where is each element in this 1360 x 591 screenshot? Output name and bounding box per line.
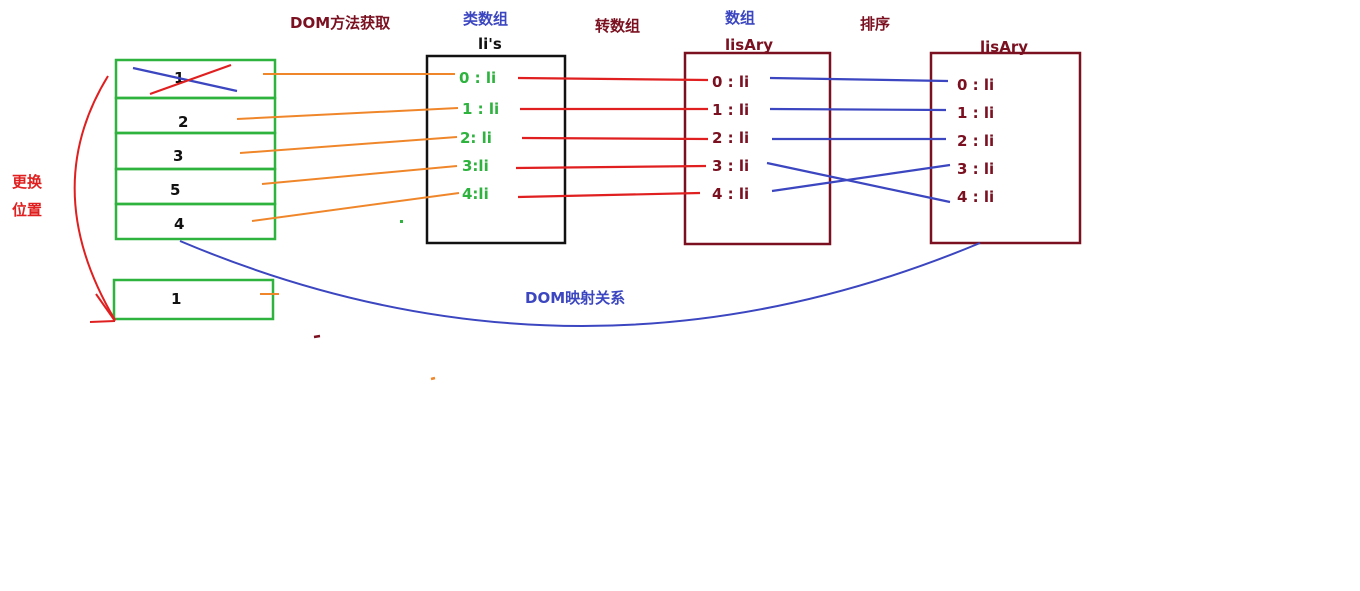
lis-item-0: 0 : li bbox=[459, 69, 496, 87]
dom-item-3: 5 bbox=[170, 181, 180, 199]
dom-item-1: 2 bbox=[178, 113, 188, 131]
title-sort: 排序 bbox=[860, 15, 890, 33]
array-item-3: 3 : li bbox=[712, 157, 749, 175]
array-item-1: 1 : li bbox=[712, 101, 749, 119]
stray-dot-green bbox=[400, 220, 403, 223]
blue-link-0 bbox=[769, 76, 949, 83]
sorted-item-0: 0 : li bbox=[957, 76, 994, 94]
lis-item-1: 1 : li bbox=[462, 100, 499, 118]
blue-connectors bbox=[766, 76, 951, 204]
title-lisary-1: lisAry bbox=[725, 36, 773, 54]
red-connectors bbox=[515, 76, 709, 199]
array-box bbox=[683, 51, 832, 246]
title-dom-method: DOM方法获取 bbox=[290, 14, 391, 32]
moved-item: 1 bbox=[171, 290, 181, 308]
blue-link-1 bbox=[769, 107, 947, 112]
array-item-2: 2 : li bbox=[712, 129, 749, 147]
sorted-item-2: 2 : li bbox=[957, 132, 994, 150]
orange-link-2 bbox=[239, 136, 458, 154]
swap-arrow-curve bbox=[73, 75, 116, 321]
red-link-4 bbox=[517, 191, 701, 199]
orange-link-4 bbox=[251, 192, 460, 222]
sorted-box bbox=[929, 51, 1082, 245]
stray-mark-orange bbox=[430, 376, 436, 381]
lis-box bbox=[425, 54, 567, 245]
sorted-item-1: 1 : li bbox=[957, 104, 994, 122]
moved-cell bbox=[112, 278, 275, 321]
title-array: 数组 bbox=[725, 9, 755, 27]
dom-list: 1 2 3 5 4 bbox=[114, 58, 277, 241]
orange-link-3 bbox=[261, 165, 458, 185]
array-item-0: 0 : li bbox=[712, 73, 749, 91]
dom-cell-1 bbox=[114, 96, 277, 135]
lis-item-3: 3:li bbox=[462, 157, 489, 175]
swap-label-line1: 更换 bbox=[12, 173, 43, 191]
swap-label-line2: 位置 bbox=[12, 201, 42, 219]
blue-link-3-cross bbox=[766, 161, 951, 204]
swap-arrow-head bbox=[89, 293, 116, 323]
sorted-item-3: 3 : li bbox=[957, 160, 994, 178]
dom-cell-2 bbox=[114, 131, 277, 171]
red-link-3 bbox=[515, 164, 707, 170]
blue-link-4-cross bbox=[771, 163, 951, 193]
red-link-0 bbox=[517, 76, 709, 82]
stray-mark-red bbox=[313, 334, 321, 339]
title-to-array: 转数组 bbox=[595, 17, 640, 35]
dom-cell-3 bbox=[114, 167, 277, 206]
orange-connectors bbox=[236, 73, 460, 222]
sorted-item-4: 4 : li bbox=[957, 188, 994, 206]
dom-cell-0 bbox=[114, 58, 277, 100]
dom-item-2: 3 bbox=[173, 147, 183, 165]
dom-cell-4 bbox=[114, 202, 277, 241]
title-lisary-2: lisAry bbox=[980, 38, 1028, 56]
dom-mapping-curve bbox=[179, 240, 981, 327]
title-lis-var: li's bbox=[478, 35, 502, 53]
cross-out-red-stroke bbox=[149, 63, 232, 96]
dom-mapping-label: DOM映射关系 bbox=[525, 289, 625, 307]
lis-item-2: 2: li bbox=[460, 129, 492, 147]
dom-item-4: 4 bbox=[174, 215, 184, 233]
cross-out-blue-stroke bbox=[132, 66, 238, 93]
orange-link-1 bbox=[236, 107, 459, 120]
array-item-4: 4 : li bbox=[712, 185, 749, 203]
lis-item-4: 4:li bbox=[462, 185, 489, 203]
red-link-2 bbox=[521, 136, 709, 141]
title-array-like: 类数组 bbox=[463, 10, 508, 28]
